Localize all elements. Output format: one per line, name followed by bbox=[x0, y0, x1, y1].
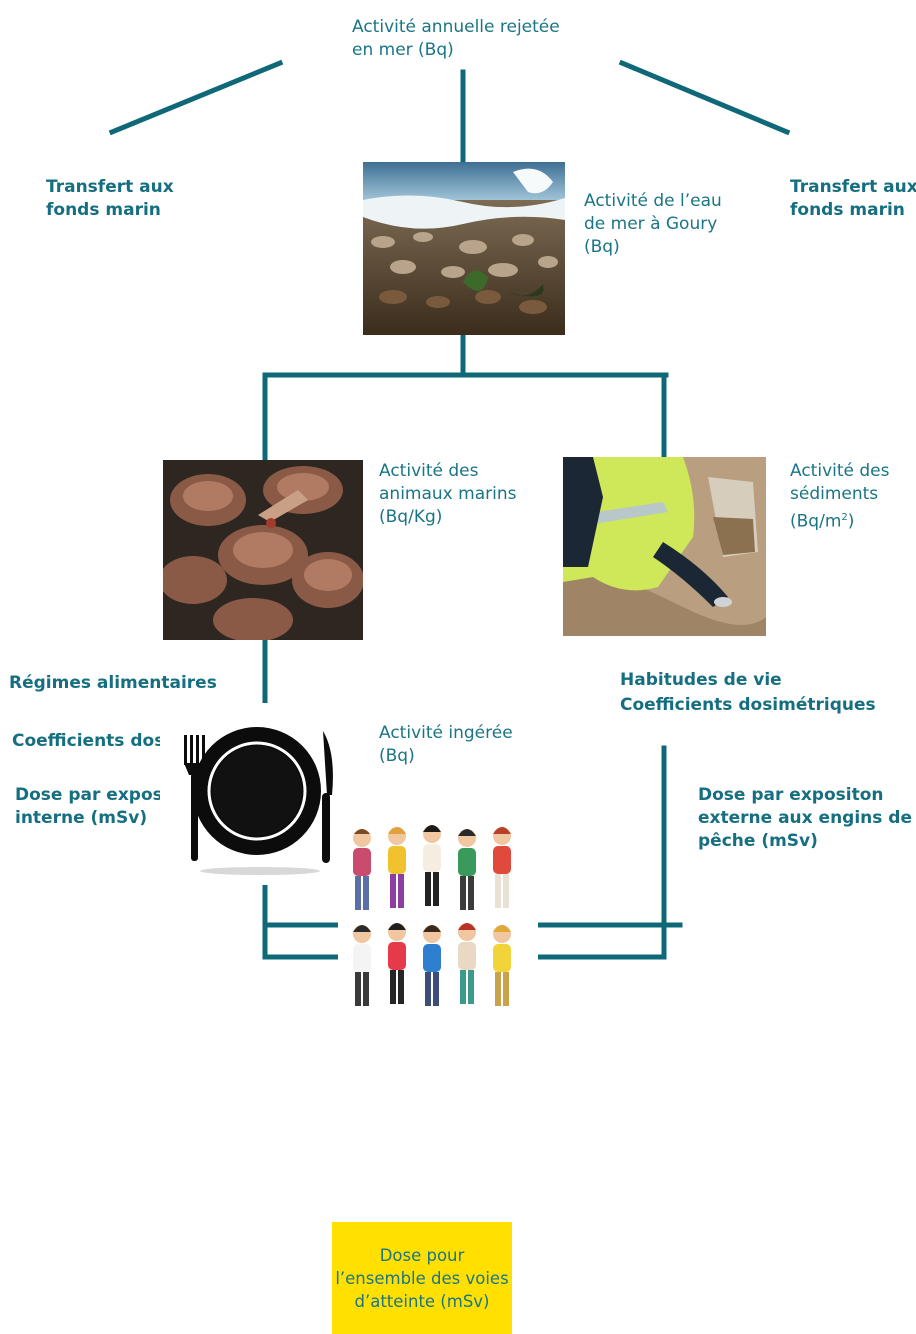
sediments-label-sup: 2 bbox=[841, 512, 848, 523]
sediments-label-text: Activité des sédiments (Bq/m bbox=[790, 461, 890, 532]
seawater-label: Activité de l’eau de mer à Goury (Bq) bbox=[584, 191, 722, 257]
sediment-photo bbox=[563, 457, 766, 636]
left-transfer-label: Transfert aux fonds marin bbox=[46, 177, 174, 220]
crabs-photo bbox=[163, 460, 363, 640]
sediments-label-close: ) bbox=[847, 511, 855, 532]
connector-top-left bbox=[108, 59, 284, 136]
plate-fork-knife-icon bbox=[160, 703, 360, 885]
dose-internal-label: Dose par expositon interne (mSv) bbox=[15, 785, 201, 828]
right-transfer-label: Transfert aux fonds marin bbox=[790, 177, 916, 220]
connector-top-right bbox=[618, 59, 791, 136]
people-illustration bbox=[338, 822, 538, 1017]
seawater-photo bbox=[363, 162, 565, 335]
dose-external-label: Dose par expositon externe aux engins de… bbox=[698, 785, 913, 851]
sediments-label: Activité des sédiments (Bq/m2) bbox=[790, 460, 916, 534]
habits-label-line1: Habitudes de vie bbox=[620, 670, 782, 690]
total-dose-label: Dose pour l’ensemble des voies d’atteint… bbox=[335, 1245, 509, 1311]
diets-label: Régimes alimentaires bbox=[9, 673, 217, 693]
total-dose-box: Dose pour l’ensemble des voies d’atteint… bbox=[332, 1222, 512, 1334]
ingested-label: Activité ingérée (Bq) bbox=[379, 723, 513, 766]
habits-label-line2: Coefficients dosimétriques bbox=[620, 695, 876, 715]
top-activity-label: Activité annuelle rejetée en mer (Bq) bbox=[352, 17, 560, 60]
animals-label: Activité des animaux marins (Bq/Kg) bbox=[379, 461, 517, 527]
